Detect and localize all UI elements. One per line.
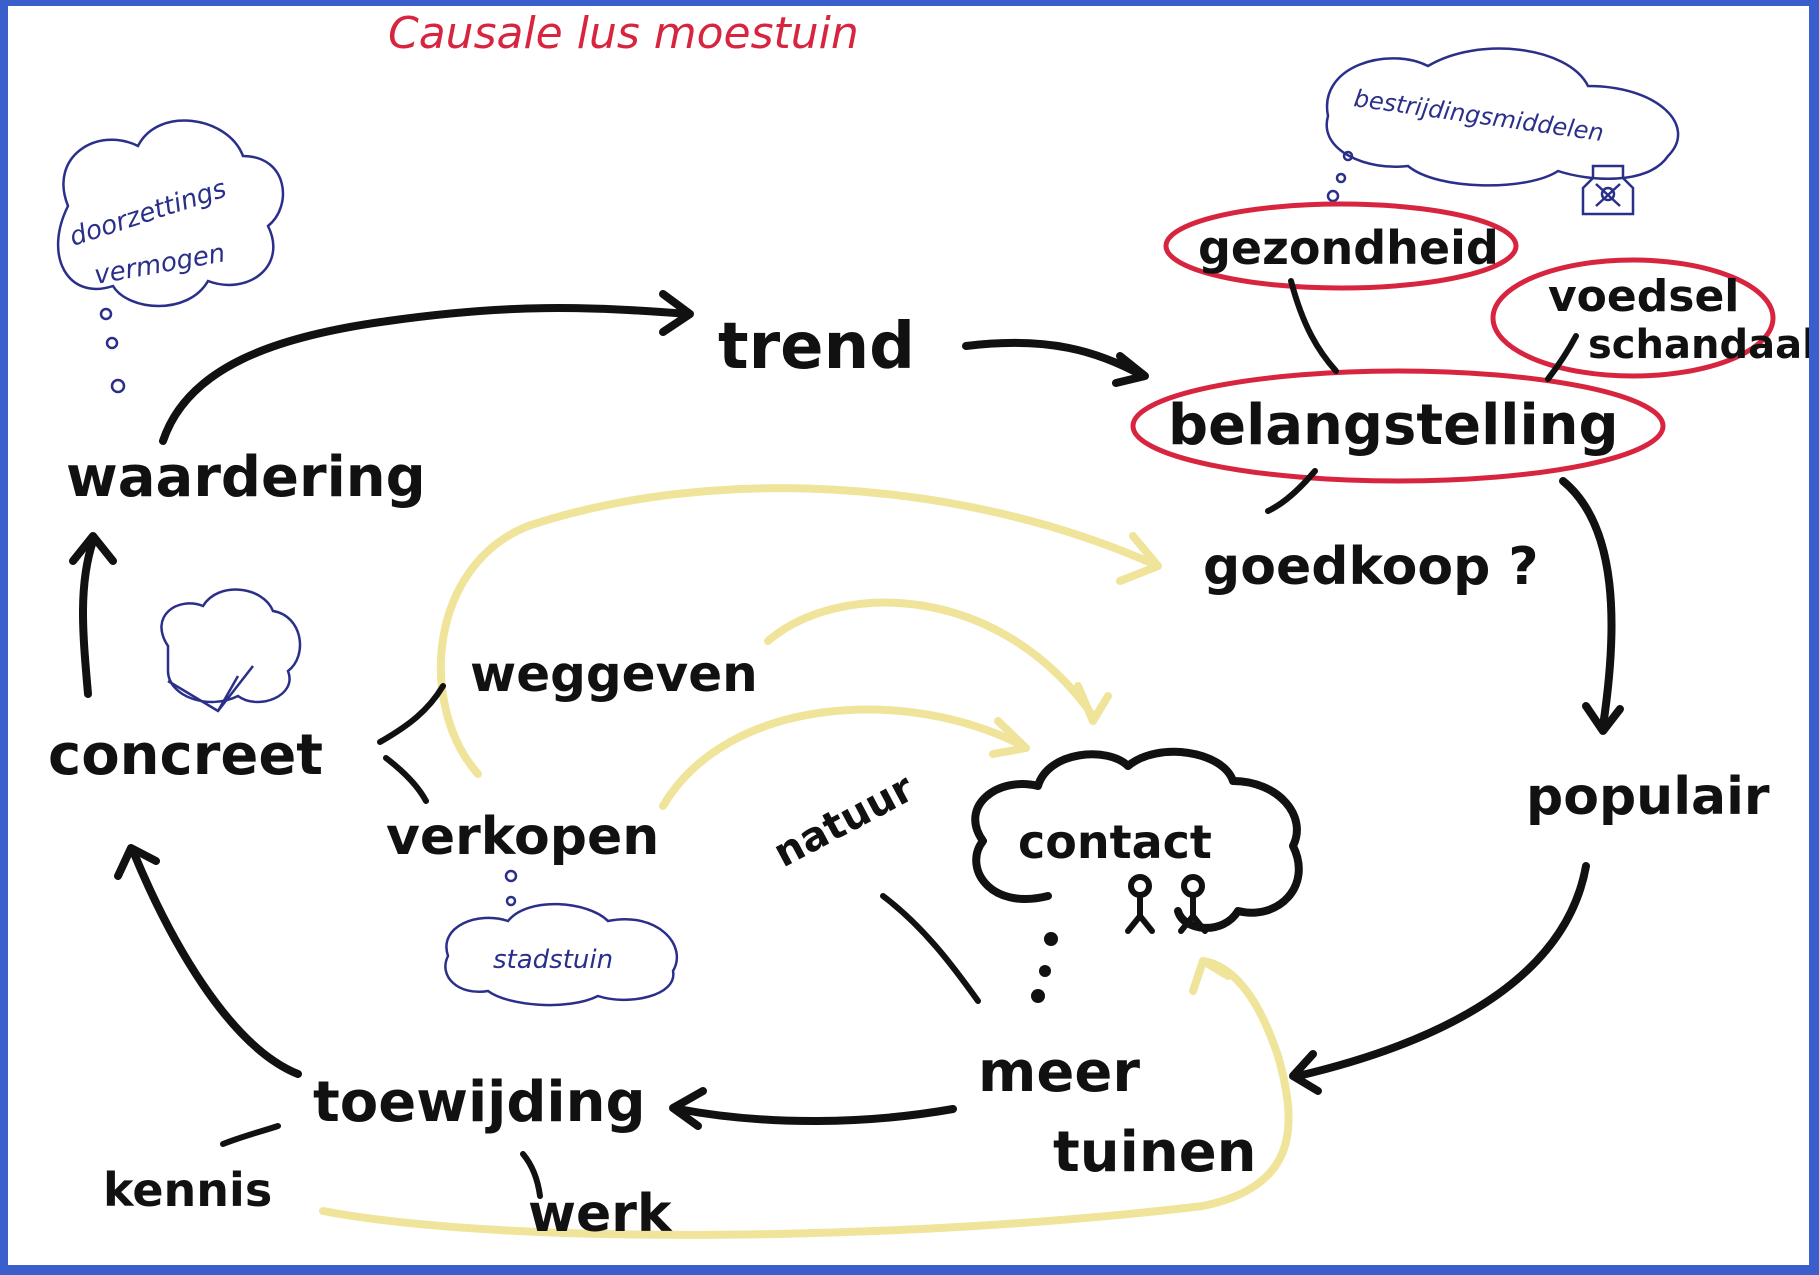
cloud-label-stadstuin: stadstuin — [493, 945, 613, 975]
node-natuur: natuur — [766, 765, 921, 877]
node-werk: werk — [528, 1184, 673, 1244]
node-concreet: concreet — [48, 723, 323, 788]
drawing-canvas: Causale lus moestuin doorzettings vermog… — [8, 6, 1815, 1265]
diagram-title: Causale lus moestuin — [388, 8, 859, 59]
thought-dot — [1039, 965, 1051, 977]
node-waardering: waardering — [66, 445, 426, 510]
node-voedsel: voedsel — [1548, 271, 1739, 322]
two-people-icon — [1125, 874, 1208, 934]
cloud-label-bestrijdingsmiddelen: bestrijdingsmiddelen — [1352, 84, 1605, 147]
node-trend: trend — [718, 310, 915, 384]
node-toewijding: toewijding — [313, 1070, 646, 1135]
contact-cloud — [971, 747, 1303, 1003]
yellow-links — [319, 484, 1293, 1239]
node-weggeven: weggeven — [470, 645, 758, 703]
node-tuinen: tuinen — [1053, 1120, 1257, 1185]
node-populair: populair — [1526, 767, 1770, 827]
node-gezondheid: gezondheid — [1198, 221, 1499, 275]
ring-voedsel-schandaal — [1490, 257, 1776, 379]
thought-cloud-bestrijdingsmiddelen: bestrijdingsmiddelen — [1325, 47, 1680, 216]
node-meer: meer — [978, 1040, 1140, 1105]
poison-bottle-icon — [1581, 164, 1635, 216]
ring-gezondheid — [1163, 201, 1519, 291]
ring-belangstelling — [1130, 368, 1666, 484]
thought-cloud-stadstuin: stadstuin — [444, 869, 679, 1007]
node-contact: contact — [1018, 815, 1212, 869]
node-schandaal: schandaal — [1588, 322, 1809, 368]
causal-loop-diagram: Causale lus moestuin doorzettings vermog… — [48, 8, 1809, 1244]
node-kennis: kennis — [103, 1163, 272, 1217]
thought-cloud-doorzettingsvermogen: doorzettings vermogen — [57, 119, 285, 394]
black-links — [69, 278, 1624, 1199]
thought-dot — [1044, 932, 1058, 946]
thought-dot — [1031, 989, 1045, 1003]
node-verkopen: verkopen — [386, 807, 659, 867]
node-belangstelling: belangstelling — [1168, 393, 1619, 458]
plant-icon — [160, 588, 302, 713]
node-goedkoop: goedkoop ? — [1203, 537, 1539, 597]
